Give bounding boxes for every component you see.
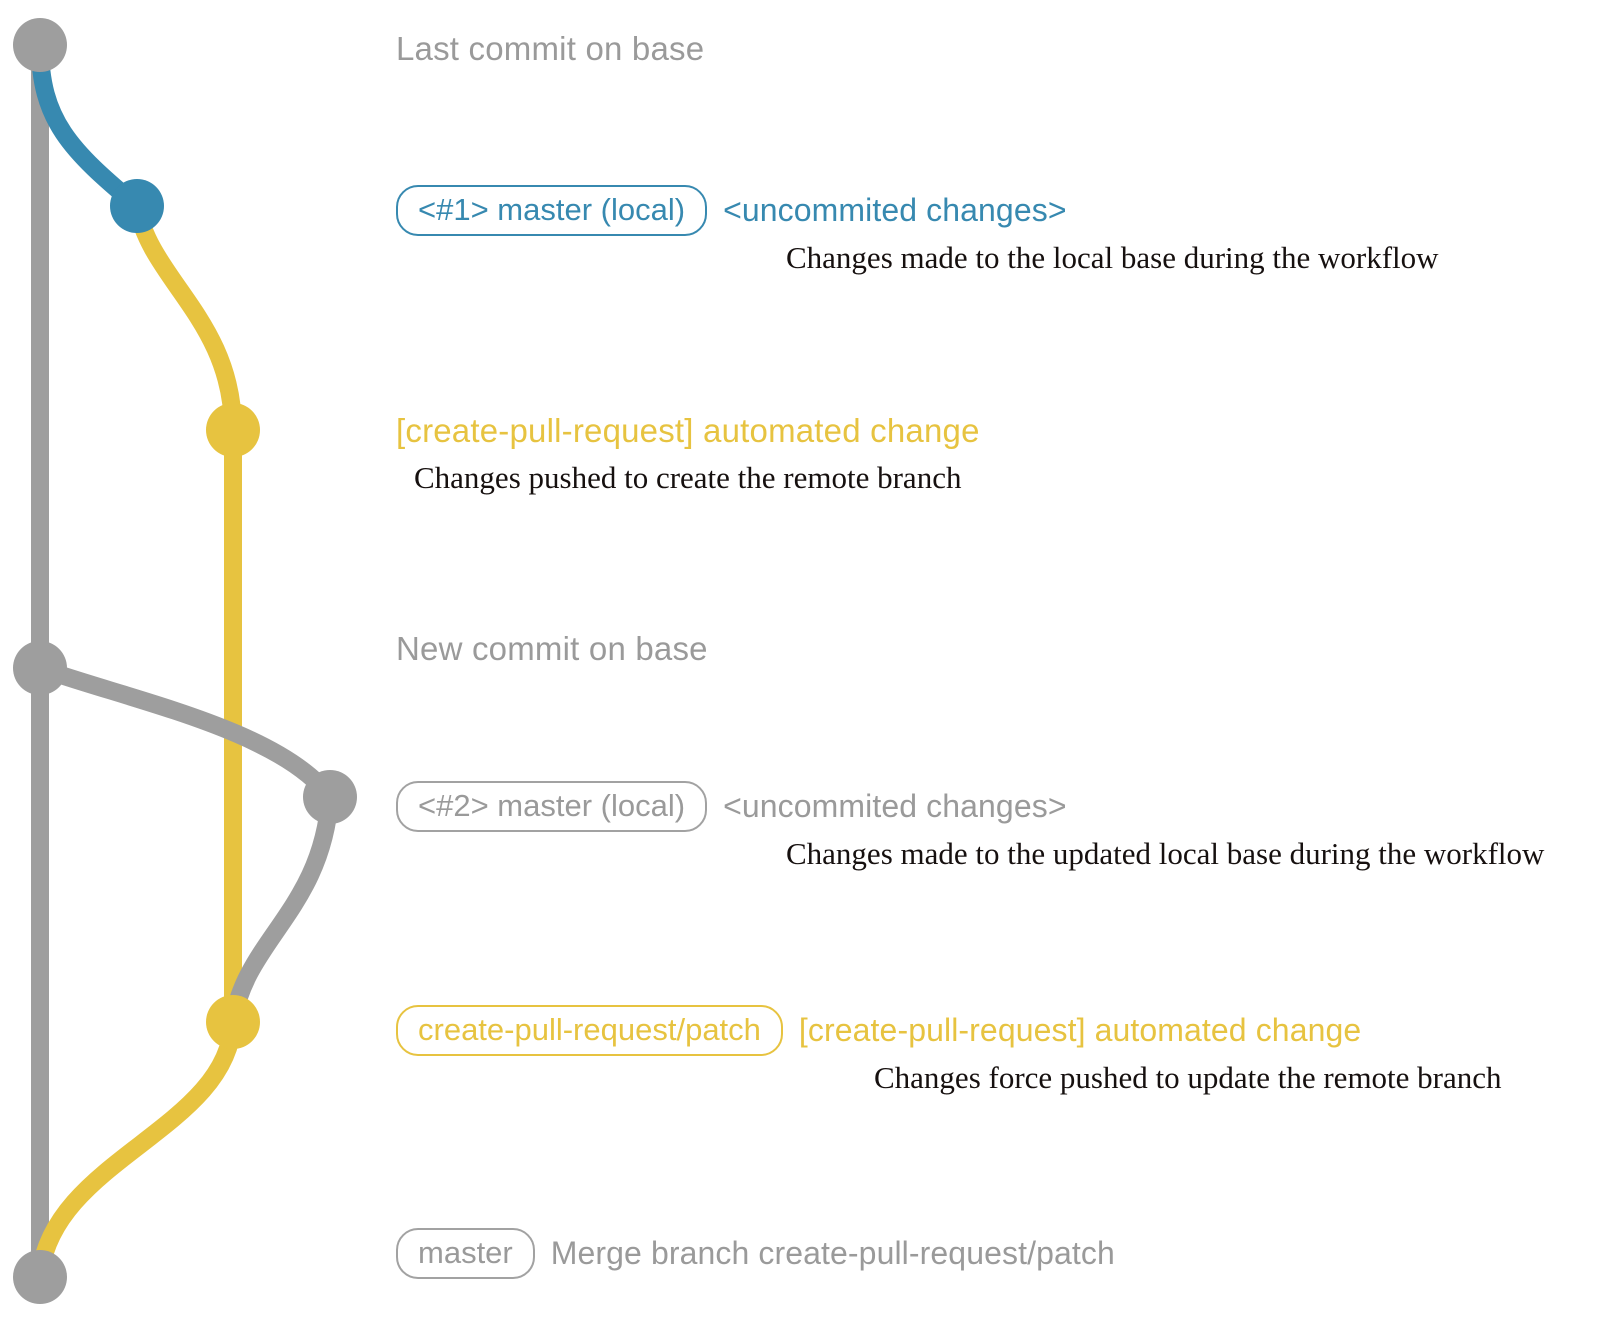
edge-local-2-to-patch-2 xyxy=(224,788,339,1031)
node-patch-commit-1 xyxy=(206,403,260,457)
branch-badge-master-local-2[interactable]: <#2> master (local) xyxy=(396,781,708,833)
commit-message-master-local-1: <uncommited changes> xyxy=(723,192,1067,229)
edge-patch-2-to-base-bottom xyxy=(31,1013,242,1286)
annotation-last-commit-on-base: Last commit on base xyxy=(396,30,704,68)
branch-badge-master[interactable]: master xyxy=(396,1228,535,1280)
edge-base-mid-to-local-2 xyxy=(31,659,339,806)
node-base-commit-top xyxy=(13,18,67,72)
description-master-local-1: Changes made to the local base during th… xyxy=(786,240,1439,275)
description-automated-change-2: Changes force pushed to update the remot… xyxy=(874,1060,1502,1095)
node-local-commit-1 xyxy=(110,179,164,233)
git-commit-graph xyxy=(13,18,357,1304)
description-automated-change-1: Changes pushed to create the remote bran… xyxy=(414,460,962,495)
annotation-new-commit-on-base: New commit on base xyxy=(396,630,708,668)
branch-badge-create-pull-request-patch[interactable]: create-pull-request/patch xyxy=(396,1005,783,1057)
node-local-commit-2 xyxy=(303,770,357,824)
node-patch-commit-2 xyxy=(206,995,260,1049)
commit-nodes xyxy=(13,18,357,1304)
description-master-local-2: Changes made to the updated local base d… xyxy=(786,836,1545,871)
commit-message-master-local-2: <uncommited changes> xyxy=(723,788,1067,825)
node-base-commit-mid xyxy=(13,641,67,695)
commit-message-automated-change-1: [create-pull-request] automated change xyxy=(396,412,980,449)
annotation-automated-change-2: create-pull-request/patch [create-pull-r… xyxy=(396,1005,1362,1057)
node-base-commit-bottom xyxy=(13,1250,67,1304)
commit-message-automated-change-2: [create-pull-request] automated change xyxy=(798,1012,1362,1049)
annotation-automated-change-1: [create-pull-request] automated change xyxy=(396,412,980,450)
edge-local-1-to-patch-1 xyxy=(128,197,242,439)
commit-message-merge-branch: Merge branch create-pull-request/patch xyxy=(550,1235,1115,1272)
annotation-master-local-2: <#2> master (local) <uncommited changes> xyxy=(396,781,1067,833)
commit-message-new-commit-on-base: New commit on base xyxy=(396,630,708,667)
annotation-merge-branch: master Merge branch create-pull-request/… xyxy=(396,1228,1115,1280)
commit-message-last-commit-on-base: Last commit on base xyxy=(396,30,705,67)
branch-badge-master-local-1[interactable]: <#1> master (local) xyxy=(396,185,708,237)
annotation-master-local-1: <#1> master (local) <uncommited changes> xyxy=(396,185,1067,237)
